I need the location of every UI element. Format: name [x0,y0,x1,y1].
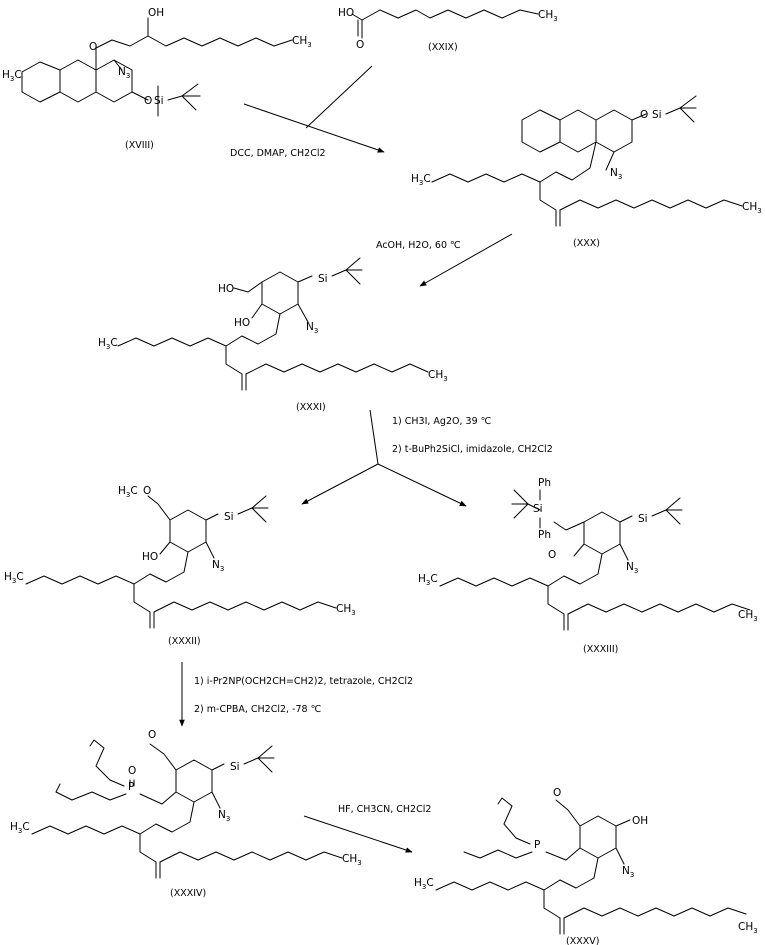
compound-label-xxxii: (XXXII) [168,636,201,647]
xviii-oh-label: OH [148,7,164,19]
xxxv-n3-label: N3 [622,865,634,879]
xxxii-n3-label: N3 [212,559,224,573]
arrow-step5 [303,815,413,853]
condition-step3a: 1) CH3I, Ag2O, 39 ℃ [392,416,492,427]
compound-label-xxxv: (XXXV) [566,936,599,945]
xxx-n3-label: N3 [610,167,622,181]
xxx-h3c-label: H3C [411,173,431,187]
xxxiii-ph-top-label: Ph [538,477,551,489]
condition-step1: DCC, DMAP, CH2Cl2 [230,148,326,159]
compound-label-xxxiii: (XXXIII) [583,644,618,655]
xxxiii-ch3-label: CH3 [738,609,758,623]
xviii-o-label: O [89,41,97,53]
condition-step5: HF, CH3CN, CH2Cl2 [338,804,431,815]
compound-xviii [21,17,293,117]
compound-label-xxxi: (XXXI) [296,402,326,413]
xxix-ho-label: HO [338,7,354,19]
condition-step4b: 2) m-CPBA, CH2Cl2, -78 ℃ [194,704,322,715]
arrow-step3-left [301,463,379,505]
xxxiv-si-label: Si [230,761,240,773]
xxxv-oh-label: OH [632,815,648,827]
xxxv-h3c-label: H3C [414,877,434,891]
xxxi-ho-top-label: HO [218,283,234,295]
xxxv-ch3-label: CH3 [738,921,758,935]
xxxii-h3c-chain-label: H3C [4,571,24,585]
xxxiii-si-label: Si [533,503,543,515]
compound-label-xviii: (XVIII) [125,140,154,151]
compound-xxix [351,9,539,39]
xxxiii-ph-bottom-label: Ph [538,529,551,541]
xxxiv-p-o-label: O [128,765,136,777]
compound-xxxiv [31,739,343,879]
xxxii-ch3-label: CH3 [336,603,356,617]
xxxv-p-label: P [534,839,540,851]
xxx-o-label: O [640,109,648,121]
arrow-step3-stem [369,409,379,465]
xxxiv-ch3-label: CH3 [342,853,362,867]
xxxiv-h3c-label: H3C [10,821,30,835]
xxx-si-label: Si [652,109,662,121]
xxix-o-label: O [356,39,364,51]
xxxi-si-label: Si [318,273,328,285]
condition-step3b: 2) t-BuPh2SiCl, imidazole, CH2Cl2 [392,444,553,455]
condition-step4a: 1) i-Pr2NP(OCH2CH=CH2)2, tetrazole, CH2C… [194,676,413,687]
xxxiv-p-label: P [128,781,134,793]
compound-xxxiii [439,489,751,631]
xxx-ch3-label: CH3 [742,201,762,215]
xviii-si-label: Si [154,95,164,107]
xxxiv-n3-label: N3 [218,809,230,823]
compound-label-xxxiv: (XXXIV) [170,888,206,899]
xxxii-si-label: Si [224,511,234,523]
xviii-h3c-label: H3C [2,69,22,83]
xviii-ch3-label: CH3 [292,35,312,49]
compound-xxxii [25,495,337,629]
compound-xxxv [435,797,747,935]
xxxiii-si2-label: Si [638,513,648,525]
compound-xxxi [117,257,429,391]
xxix-ch3-label: CH3 [538,9,558,23]
condition-step2: AcOH, H2O, 60 ℃ [376,240,461,251]
arrow-step1 [243,103,385,153]
xxxi-h3c-label: H3C [98,337,118,351]
xxxii-h3c-label: H3C [118,485,138,499]
compound-label-xxx: (XXX) [573,238,600,249]
xxxv-o-methyl-label: O [553,787,561,799]
xxxi-ho-label: HO [234,317,250,329]
xxxi-ch3-label: CH3 [428,369,448,383]
xxxii-ho-label: HO [142,551,158,563]
compound-label-xxix: (XXIX) [428,42,458,53]
xxxiii-o-methyl-label: O [548,549,556,561]
arrow-step1-merge [305,65,373,129]
arrow-step2 [419,233,513,287]
xxxiv-o-methyl-label: O [148,729,156,741]
xxxi-n3-label: N3 [306,321,318,335]
arrow-step3-right [377,463,467,507]
xviii-o-si-label: O [144,95,152,107]
compound-xxx [431,95,743,227]
xxxii-o-methyl-label: O [143,485,151,497]
xxxiii-h3c-label: H3C [418,573,438,587]
xxxiii-n3-label: N3 [626,561,638,575]
